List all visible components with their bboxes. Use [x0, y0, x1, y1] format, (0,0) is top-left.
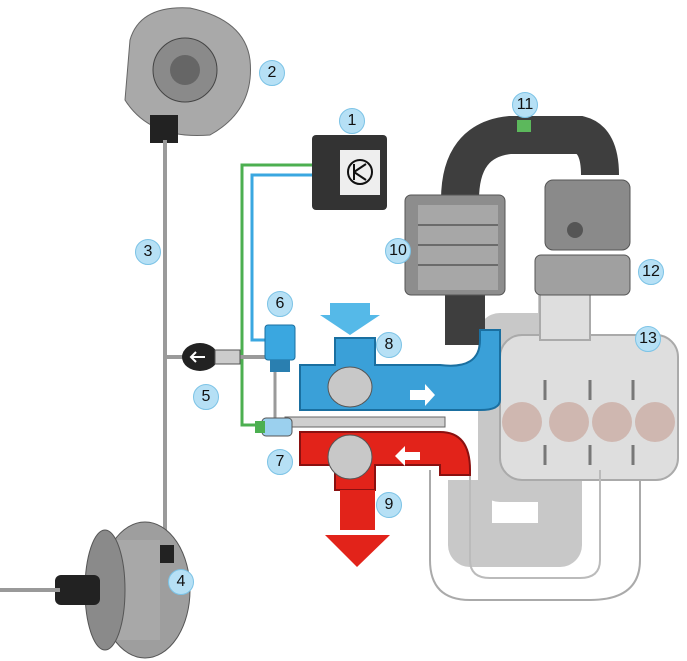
label-2-vacuum-pump: 2: [259, 60, 285, 86]
label-10-intercooler: 10: [385, 238, 411, 264]
solenoid-valve: [264, 324, 296, 372]
label-9-turbine: 9: [376, 492, 402, 518]
label-11-sensor: 11: [512, 92, 538, 118]
air-in-arrow: [320, 303, 380, 335]
control-unit: [312, 135, 387, 210]
engine-block: [429, 289, 679, 601]
throttle-body: [534, 179, 631, 296]
turbo-shaft: [284, 416, 446, 428]
blue-wire: [250, 173, 315, 342]
vacuum-pump: [124, 7, 251, 143]
label-12-throttle: 12: [638, 259, 664, 285]
label-4-brake-booster: 4: [168, 569, 194, 595]
sensor-11: [517, 120, 531, 132]
turbine: [299, 431, 471, 567]
label-1-control-unit: 1: [339, 108, 365, 134]
exhaust-flow-arrow: [395, 446, 420, 466]
label-3-vacuum-line: 3: [135, 239, 161, 265]
air-flow-arrow: [410, 384, 435, 406]
label-8-compressor: 8: [376, 332, 402, 358]
label-5-check-valve: 5: [193, 384, 219, 410]
label-6-solenoid-valve: 6: [267, 291, 293, 317]
wastegate-actuator: [255, 417, 293, 437]
brake-booster: [0, 521, 191, 659]
intercooler: [404, 194, 506, 296]
label-7-actuator: 7: [267, 449, 293, 475]
green-wire: [240, 163, 315, 427]
check-valve: [182, 343, 241, 371]
exhaust-out-arrow: [325, 535, 390, 567]
label-13-engine: 13: [635, 326, 661, 352]
compressor: [299, 303, 501, 411]
